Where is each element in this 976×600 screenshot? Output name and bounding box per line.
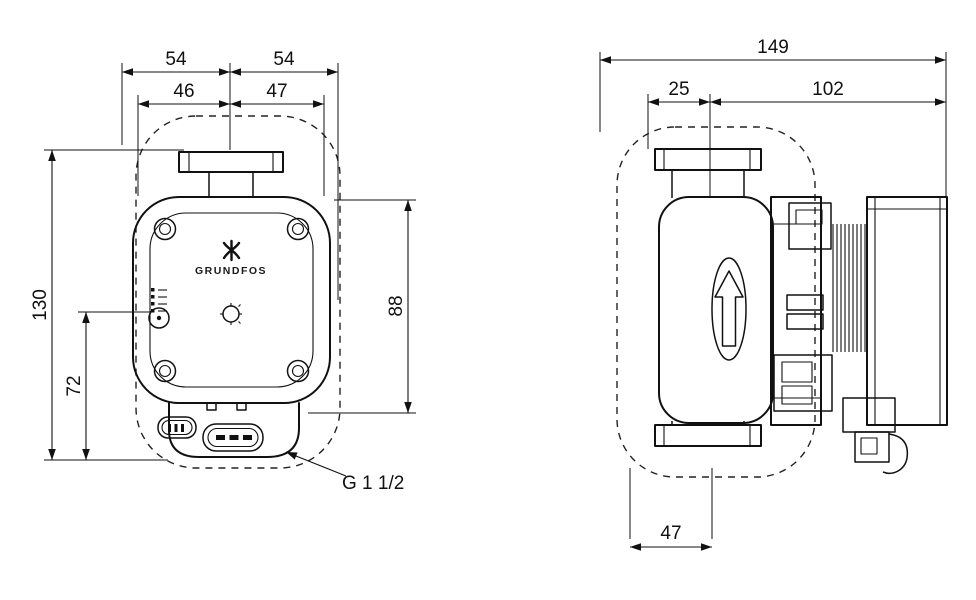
dim-label-102: 102: [812, 79, 844, 100]
cable-connector: [842, 397, 909, 474]
front-view: GRUNDFOS: [30, 49, 416, 494]
flow-direction-indicator: [711, 257, 747, 361]
dim-label-47-bottom: 47: [660, 523, 681, 544]
dim-label-54-right: 54: [273, 49, 295, 70]
cable-hook: [882, 433, 909, 474]
cooling-fins: [832, 224, 866, 352]
side-silhouette-outline: [616, 126, 816, 478]
side-volute-housing: [658, 196, 774, 424]
side-control-box: [866, 196, 948, 426]
dim-label-25: 25: [668, 79, 689, 100]
front-thread-callout: G 1 1/2: [285, 451, 404, 494]
side-top-flange: [654, 148, 762, 198]
center-dial: [220, 303, 242, 325]
front-pump-body: [132, 196, 331, 404]
front-dim-height-lower: 72: [64, 311, 150, 460]
dim-label-46: 46: [173, 81, 194, 102]
front-dim-width-top: 54 54: [121, 49, 339, 300]
terminal-plug: [202, 423, 264, 452]
corner-screws: [153, 217, 310, 383]
front-top-flange: [178, 151, 284, 197]
aux-plug: [157, 416, 197, 439]
dim-label-149: 149: [757, 37, 789, 58]
front-dim-height-total: 130: [30, 149, 184, 461]
side-dim-bottom-port: 47: [629, 468, 713, 551]
thread-label: G 1 1/2: [342, 473, 404, 494]
front-dim-height-body: 88: [308, 199, 416, 414]
grundfos-logo-icon: [222, 239, 241, 262]
side-bottom-flange: [654, 421, 762, 447]
control-knob: [148, 307, 170, 329]
side-stator-housing: [770, 196, 833, 426]
front-dim-width-flange: 46 47: [137, 81, 325, 196]
side-dim-width-total: 149: [599, 37, 947, 197]
dim-label-47: 47: [266, 81, 287, 102]
front-pump-faceplate: [149, 212, 314, 388]
dim-label-72: 72: [64, 375, 85, 396]
dim-label-54-left: 54: [165, 49, 187, 70]
front-bottom-shell: [168, 402, 300, 458]
brand-wordmark: GRUNDFOS: [195, 265, 267, 277]
front-silhouette-outline: [135, 115, 341, 469]
side-view: 149 25 102 47: [599, 37, 948, 551]
side-dim-width-split: 25 102: [647, 79, 946, 197]
dim-label-88: 88: [386, 295, 407, 316]
dim-label-130: 130: [30, 289, 51, 321]
up-arrow-icon: [714, 270, 744, 347]
